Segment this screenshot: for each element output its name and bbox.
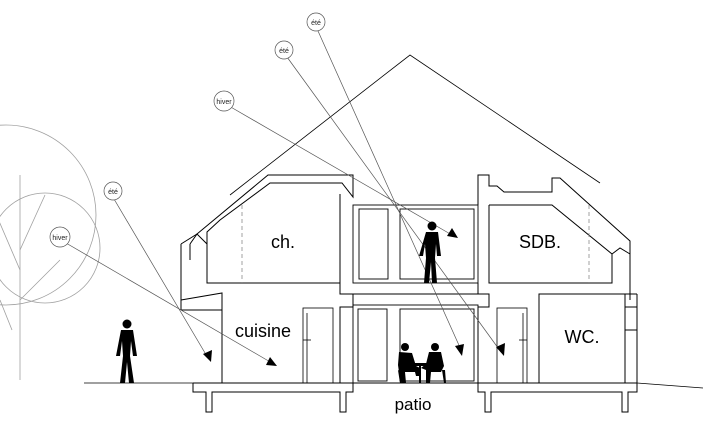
sun-labels: été été hiver été hiver (52, 20, 321, 242)
sun-marker-ete-left (103, 181, 123, 201)
label-ete-left: été (108, 189, 118, 196)
room-label-bathroom: SDB. (519, 232, 561, 252)
arrow-hiver-mid (447, 228, 458, 238)
label-ete-top: été (311, 20, 321, 27)
arrow-ete-mid (496, 343, 505, 356)
sun-marker-ete-top (306, 12, 326, 32)
sun-markers (49, 12, 326, 248)
arrow-ete-left (203, 350, 212, 362)
tree-small-canopy (0, 192, 101, 304)
ray-ete-left (113, 198, 209, 359)
ground-lines (84, 382, 703, 389)
room-label-wc: WC. (565, 327, 600, 347)
arrow-hiver-left (266, 357, 277, 366)
dashed-lines (241, 205, 590, 283)
sun-marker-hiver-mid (213, 90, 235, 112)
figures-seated-patio (398, 343, 446, 383)
sun-marker-ete-mid (274, 40, 294, 60)
ray-hiver-left (65, 242, 273, 364)
ray-ete-top (317, 30, 463, 353)
label-ete-mid: été (279, 48, 289, 55)
room-label-bedroom: ch. (271, 232, 295, 252)
room-label-kitchen: cuisine (235, 321, 291, 341)
sun-rays (65, 30, 502, 364)
ray-hiver-mid (228, 105, 453, 236)
room-label-patio: patio (395, 395, 432, 414)
kitchen-door (302, 307, 334, 384)
label-hiver-left: hiver (52, 235, 68, 242)
trees (0, 124, 101, 380)
figure-standing-upstairs (419, 221, 441, 283)
foundation (192, 382, 638, 413)
left-wing (180, 174, 354, 384)
label-hiver-mid: hiver (216, 99, 232, 106)
room-labels: ch. SDB. cuisine WC. patio (235, 232, 600, 414)
arrow-ete-top (455, 344, 464, 356)
roof-gable (229, 54, 601, 196)
ray-ete-mid (286, 56, 502, 353)
arrowheads (203, 228, 505, 366)
sun-marker-hiver-left (49, 226, 71, 248)
tree-large-canopy (0, 124, 97, 306)
figure-walking-left (116, 319, 137, 383)
